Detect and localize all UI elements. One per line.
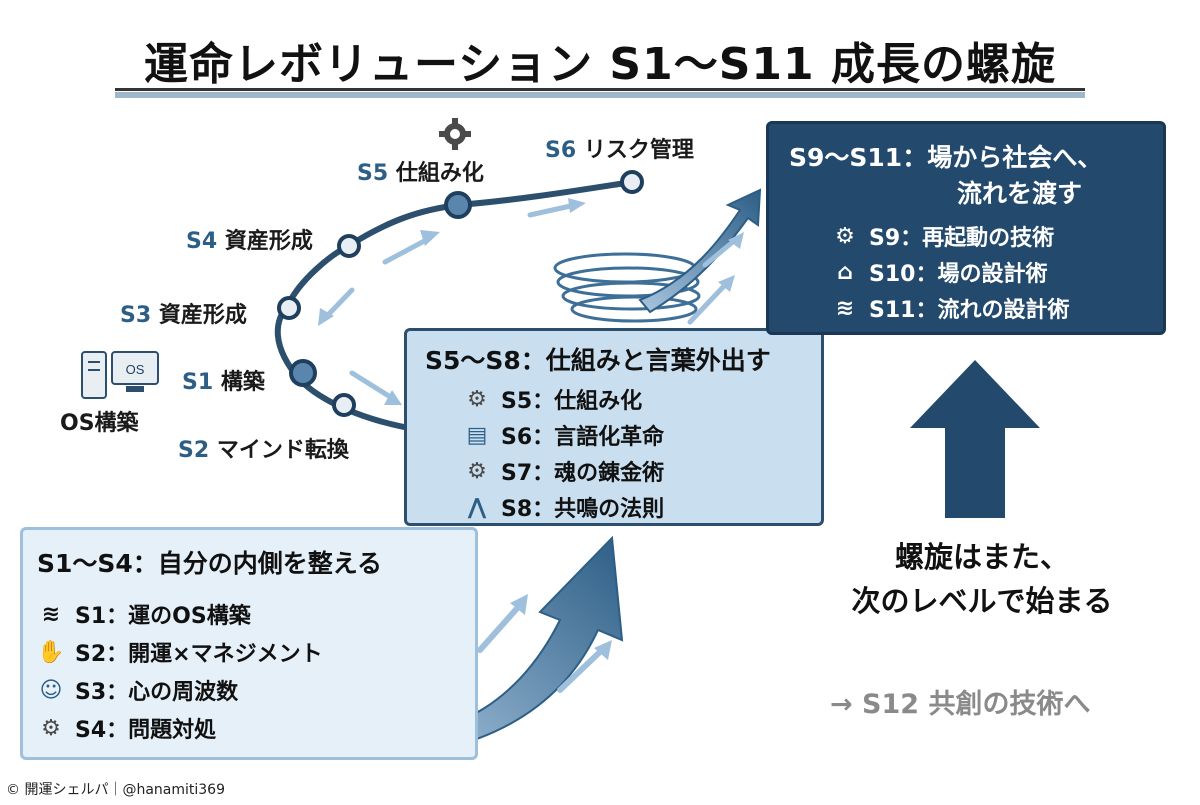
spiral-label-s3: S3 資産形成 [120, 303, 247, 328]
title-underline-accent [115, 92, 1085, 98]
flow-arrow [349, 370, 395, 401]
node-s4 [337, 234, 361, 258]
hand-sprout-icon: ✋ [37, 639, 65, 665]
os-label: OS構築 [60, 411, 139, 436]
node-s3 [277, 296, 301, 320]
next-step-label: → S12 共創の技術へ [830, 689, 1091, 720]
closing-line1: 螺旋はまた、 [894, 540, 1069, 574]
flow-arrow [527, 202, 578, 218]
closing-line2: 次のレベルで始まる [851, 584, 1113, 618]
gear-icon: ⚙ [835, 223, 855, 249]
spiral-label-s2: S2 マインド転換 [178, 438, 349, 463]
box-s9-s11: S9〜S11：場から社会へ、 流れを渡す ⚙S9：再起動の技術 ⌂S10：場の設… [766, 121, 1166, 335]
flow-arrow [322, 287, 355, 321]
gear-icon: ⚙ [467, 458, 487, 484]
wind-gear-icon: ≋ [835, 295, 855, 321]
box-s9-title-line1: S9〜S11：場から社会へ、 [789, 143, 1103, 172]
os-screen-text: OS [126, 362, 145, 377]
closing-message: 螺旋はまた、 次のレベルで始まる [802, 535, 1162, 623]
list-item: ⚙S7：魂の錬金術 [463, 455, 664, 487]
flow-arrow [557, 647, 605, 693]
box-s1-s4: S1〜S4：自分の内側を整える ≋S1：運のOS構築 ✋S2：開運×マネジメント… [20, 527, 478, 760]
page-title: 運命レボリューション S1〜S11 成長の螺旋 [144, 39, 1056, 90]
node-s5 [444, 191, 472, 219]
flow-arrowhead [728, 232, 744, 249]
box-s5-title: S5〜S8：仕組みと言葉外出す [425, 346, 771, 375]
spiral-label-s4: S4 資産形成 [186, 229, 313, 254]
computer-icon: OS [81, 351, 159, 399]
list-item: ⚙S4：問題対処 [37, 712, 216, 744]
gear-icon: ⚙ [41, 715, 61, 741]
node-s2 [332, 393, 356, 417]
flow-arrowhead [510, 594, 528, 615]
list-item: ≋S1：運のOS構築 [37, 598, 251, 630]
flow-arrowhead [420, 230, 440, 246]
list-item: ✋S2：開運×マネジメント [37, 639, 323, 668]
spiral-label-s1: S1 構築 [182, 370, 265, 395]
list-item: ⚙S9：再起動の技術 [831, 220, 1054, 252]
speech-bubble-icon: ▤ [466, 422, 488, 448]
node-s1 [289, 359, 317, 387]
flow-arrow [382, 235, 433, 265]
wind-gear-icon: ≋ [41, 601, 61, 627]
flow-arrowhead [718, 275, 735, 292]
spiral-label-s5: S5 仕組み化 [357, 161, 484, 186]
list-item: ⌂S10：場の設計術 [831, 256, 1047, 288]
list-item: ⋀S8：共鳴の法則 [463, 491, 664, 523]
flow-arrowhead [384, 390, 402, 405]
list-item: ▤S6：言語化革命 [463, 419, 665, 451]
gear-icon: ⚙ [467, 386, 487, 412]
flow-arrowhead [594, 640, 612, 660]
list-item: ≋S11：流れの設計術 [831, 292, 1070, 324]
box-s1-title: S1〜S4：自分の内側を整える [37, 549, 383, 578]
gear-icon [439, 118, 471, 150]
building-icon: ⌂ [837, 259, 853, 285]
box-s9-title-line2: 流れを渡す [957, 179, 1083, 208]
spiral-label-s6: S6 リスク管理 [545, 138, 694, 163]
flow-arrow [477, 602, 523, 653]
node-s6 [620, 170, 644, 194]
flow-arrow [687, 282, 728, 325]
praying-hands-icon: ⋀ [467, 494, 487, 520]
flow-arrow [702, 237, 738, 268]
spiral-path [274, 179, 635, 433]
list-item: ☺S3：心の周波数 [37, 674, 239, 706]
title-underline [115, 88, 1085, 91]
list-item: ⚙S5：仕組み化 [463, 383, 642, 415]
flow-arrowhead [318, 308, 334, 326]
up-arrow [910, 360, 1040, 518]
upward-arrow [638, 188, 762, 314]
box-s5-s8: S5〜S8：仕組みと言葉外出す ⚙S5：仕組み化 ▤S6：言語化革命 ⚙S7：魂… [404, 328, 824, 526]
head-icon: ☺ [39, 677, 63, 703]
credit: © 開運シェルパ｜@hanamiti369 [6, 782, 225, 798]
flow-arrowhead [568, 198, 586, 213]
